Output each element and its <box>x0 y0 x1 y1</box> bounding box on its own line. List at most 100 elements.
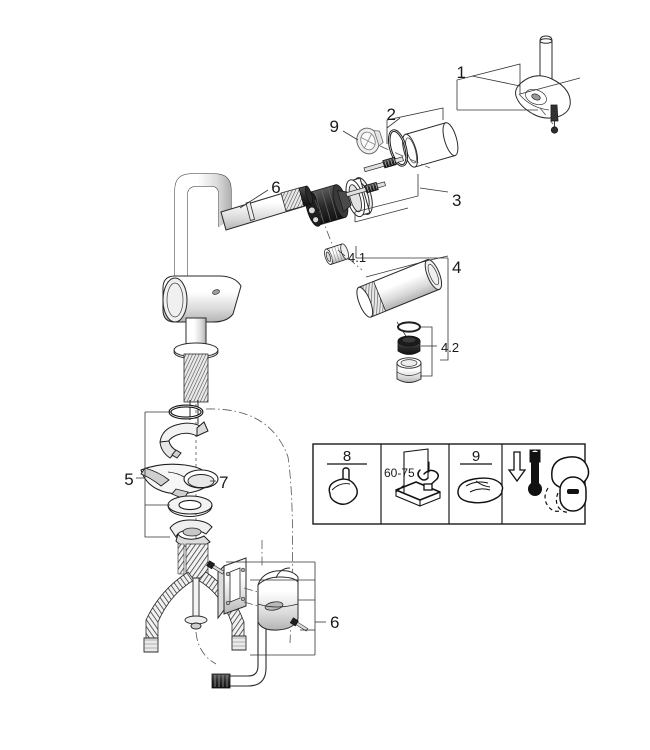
flat-washer <box>167 495 213 517</box>
seal-washer-axis <box>379 145 431 169</box>
upper-shaped-washer <box>159 421 209 459</box>
callout-2-bracket <box>386 107 444 144</box>
callout-4-shape <box>356 224 447 262</box>
callout-label-3: 3 <box>452 191 461 210</box>
callout-5-bracket <box>144 412 170 538</box>
lower-shaped-washer <box>169 519 213 548</box>
seal-washer-icon <box>457 477 504 504</box>
handle-stalk-top <box>539 38 553 44</box>
mounting-plate <box>140 463 219 500</box>
wall-bracket-holder <box>257 567 299 631</box>
callout-label-4: 4 <box>452 258 461 277</box>
body-left-cap-inner <box>166 282 184 318</box>
hose-left-nut <box>143 637 159 653</box>
center-tube-washer <box>190 622 202 630</box>
handle-axis-line <box>539 107 554 125</box>
callout-label-5: 5 <box>124 470 133 489</box>
aerator-assembly <box>396 321 437 383</box>
callout-3-bracket-lower <box>354 207 409 223</box>
callout-1-bracket <box>456 63 581 111</box>
handle-socket <box>531 93 541 101</box>
cartridge-assembly <box>305 156 404 227</box>
callout-4-right-stem <box>440 258 449 361</box>
instruction-panel: 60-75 <box>312 443 590 525</box>
spout-tube-left-end <box>356 286 374 318</box>
fixing-screws <box>345 156 404 198</box>
pull-hose-inner <box>215 594 267 687</box>
callout-4-bracket <box>355 224 449 361</box>
callout-label-4-2: 4.2 <box>441 340 459 355</box>
spout-threaded-end <box>280 185 313 212</box>
instruction-cell-9 <box>457 463 504 504</box>
flexible-hose-left <box>145 571 195 643</box>
callout-label-1: 1 <box>457 63 466 82</box>
callout-label-6-bottom: 6 <box>330 613 339 632</box>
callout-6a-leader <box>239 189 269 209</box>
callout-1-bracket-path <box>456 63 521 110</box>
instruction-cell-8 <box>327 463 367 505</box>
aerator-housing <box>396 357 422 383</box>
stud-outlet-tubes <box>189 400 199 424</box>
hose-right-nut <box>231 635 247 651</box>
callout-3-leader <box>419 187 449 193</box>
pull-hose-ferrule <box>211 673 231 689</box>
callout-3-bracket-path <box>354 174 419 222</box>
wall-bracket-plate <box>217 557 247 620</box>
pull-hose-outer <box>215 594 259 677</box>
callout-9-leader <box>342 130 359 141</box>
seal-washer <box>342 127 431 169</box>
cap-sleeve-right-rim <box>442 122 459 157</box>
bracket-mating-axis-2 <box>243 601 259 607</box>
cap-sleeve-left-rim <box>402 133 419 168</box>
callout-label-4-1: 4.1 <box>348 250 366 265</box>
instruction-cell-dimension: 60-75 <box>384 448 441 507</box>
grub-screw <box>550 104 559 134</box>
handle-body-inner-ellipse <box>525 88 547 106</box>
callout-4-diag <box>365 259 431 278</box>
callout-1-bracket-diag <box>519 77 581 95</box>
thermometer-cold-icon <box>507 449 542 496</box>
callout-4-2-bracket <box>420 326 433 377</box>
handle-lever-icon <box>328 467 358 505</box>
wall-bracket-kit <box>206 557 326 656</box>
pull-out-hose <box>211 593 267 689</box>
callout-2-leader <box>386 117 401 129</box>
bracket-screws <box>206 560 309 632</box>
callout-label-7: 7 <box>219 473 228 492</box>
mounting-kit <box>136 404 219 548</box>
body-set-hole <box>212 289 220 295</box>
callout-4-top <box>355 246 448 259</box>
callout-4-1-leader <box>337 249 346 257</box>
center-tube-axis <box>195 631 217 665</box>
o-ring-highlight <box>388 130 408 166</box>
aerator-seal <box>397 321 421 333</box>
spout-to-coupling-axis <box>314 199 333 245</box>
body-left-cap <box>162 277 188 323</box>
cap-sleeve-assembly <box>387 122 459 168</box>
hose-right-nut-lines <box>232 637 246 647</box>
callout-label-9: 9 <box>330 117 339 136</box>
upper-o-ring-hl <box>169 405 203 419</box>
callout-2-bracket-path <box>386 107 444 144</box>
hose-sleeve-top-a <box>177 543 185 575</box>
coupling-nut <box>324 243 349 265</box>
hose-left-nut-lines <box>144 639 158 649</box>
panel-cell-8-label: 8 <box>343 448 351 465</box>
swivel-spout-pipe <box>162 173 313 424</box>
dimension-label: 60-75 <box>384 466 415 480</box>
spout-tube-assembly <box>356 258 443 337</box>
instruction-cell-temperature <box>507 449 590 513</box>
pull-hose-ferrule-knurl <box>214 675 228 687</box>
wall-mount-dimension-icon <box>417 461 440 491</box>
handle-screw-assembly <box>515 35 571 134</box>
aerator-insert <box>397 335 421 355</box>
callout-1-leader <box>471 75 521 87</box>
callout-3-bracket <box>354 174 449 223</box>
handle-body-edge <box>518 93 550 111</box>
faucet-body <box>162 275 242 323</box>
bracket-mating-axis-1 <box>243 587 259 593</box>
callout-label-6-top: 6 <box>271 178 280 197</box>
coupling-to-tube-axis <box>347 257 363 271</box>
callout-4-diag2 <box>429 255 449 261</box>
